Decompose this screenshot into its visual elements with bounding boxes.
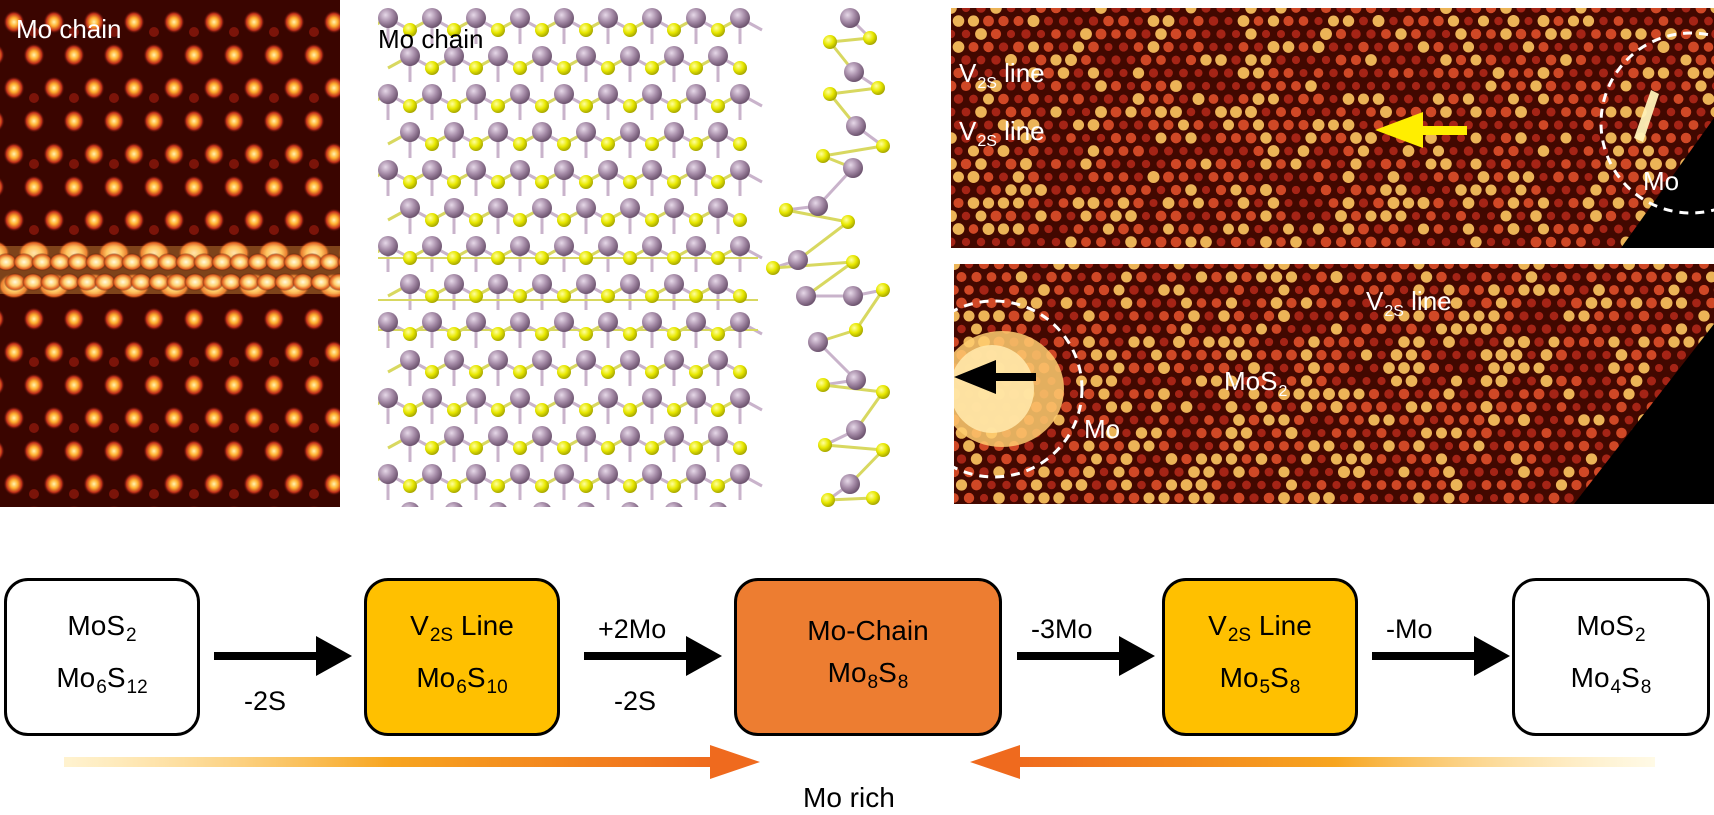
vacuum-corner-bottom	[1574, 324, 1714, 504]
step-label-below-1: -2S	[244, 686, 287, 716]
v2s-line-label-2: V2S line	[959, 116, 1045, 150]
reaction-arrow-icon	[1372, 636, 1510, 676]
model-label: Mo chain	[378, 24, 484, 54]
flow-box-line2: Mo6S10	[416, 662, 508, 698]
mo-region-circle	[1599, 31, 1714, 215]
flow-box-line2: Mo4S8	[1570, 662, 1652, 698]
gradient-arrow-right-icon	[970, 745, 1655, 779]
step-label-above-2: +2Mo	[598, 614, 667, 644]
stem-left-label: Mo chain	[16, 14, 122, 44]
mo-rich-gradient-arrows	[64, 745, 1655, 779]
flow-box-line2: Mo6S12	[56, 662, 148, 698]
step-label-above-4: -Mo	[1386, 614, 1433, 644]
stem-image-v2s-lines: V2S line V2S line Mo	[951, 8, 1714, 248]
stem-top-right-atoms	[951, 8, 1714, 248]
mo-label-bottom: Mo	[1084, 414, 1121, 444]
v2s-line-label-1: V2S line	[959, 58, 1045, 92]
stem-image-mo-removal: V2S line MoS2 Mo	[954, 264, 1714, 504]
flow-box-line2: Mo5S8	[1219, 662, 1301, 698]
reaction-arrow-icon	[1017, 636, 1155, 676]
flow-box-line1: V2S Line	[410, 610, 514, 646]
stem-image-mo-chain: Mo chain	[0, 0, 340, 507]
reaction-arrow-icon	[584, 636, 722, 676]
gradient-arrow-left-icon	[64, 745, 760, 779]
step-label-above-3: -3Mo	[1031, 614, 1093, 644]
mo-label-top: Mo	[1643, 166, 1680, 196]
mo-cluster-streak	[1634, 90, 1659, 142]
flow-box-line1: Mo-Chain	[807, 615, 929, 646]
v2s-line-label-3: V2S line	[1366, 286, 1452, 320]
stem-bottom-right-atoms	[954, 264, 1714, 504]
step-label-below-2: -2S	[614, 686, 657, 716]
atomic-model-structure	[378, 8, 890, 507]
mo-region-circle-bottom	[954, 299, 1084, 479]
yellow-arrow-icon	[1375, 112, 1467, 148]
vacuum-corner	[1621, 118, 1714, 248]
reaction-arrow-icon	[214, 636, 352, 676]
flow-box-line1: MoS2	[67, 610, 137, 646]
flow-box-line1: MoS2	[1576, 610, 1646, 646]
flow-box-line1: V2S Line	[1208, 610, 1312, 646]
mo-rich-caption: Mo rich	[803, 782, 895, 813]
stem-left-atoms	[0, 0, 340, 507]
black-arrow-icon	[954, 360, 1036, 394]
atomic-model-mo-chain: Mo chain	[378, 0, 898, 507]
flow-box-line2: Mo8S8	[827, 657, 909, 693]
mos2-label: MoS2	[1224, 366, 1288, 400]
